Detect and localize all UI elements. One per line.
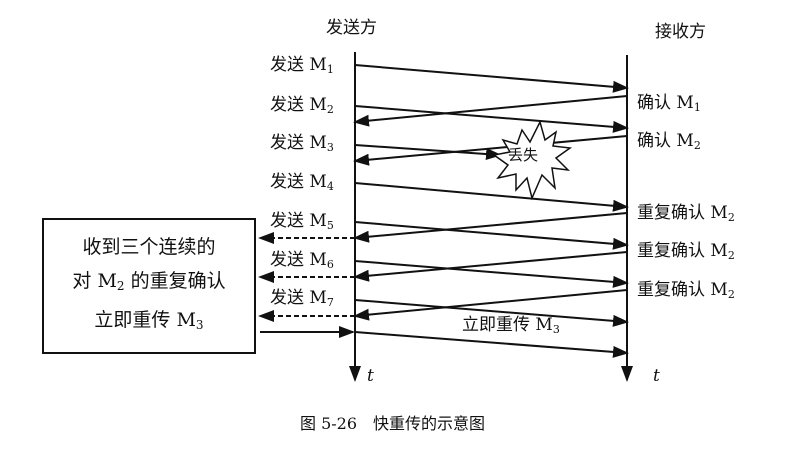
fast-retransmit-note-box: 收到三个连续的 对 M2 的重复确认 立即重传 M3 — [42, 218, 256, 354]
retransmit-label: 立即重传 M3 — [462, 315, 560, 336]
sender-title: 发送方 — [326, 18, 377, 38]
dup-ack-3-arrow — [353, 289, 628, 321]
lost-burst-icon — [492, 119, 573, 201]
send-label-m1: 发送 M1 — [270, 55, 334, 76]
figure-caption: 图 5-26 快重传的示意图 — [300, 414, 486, 433]
send-m2-arrow — [354, 105, 629, 133]
dup-ack-1-arrow — [353, 212, 628, 243]
receiver-time-label: t — [653, 366, 660, 386]
send-m6-arrow — [354, 260, 629, 288]
ack-m1-arrow — [353, 95, 628, 127]
dup-ack-2-arrow — [353, 251, 628, 282]
sender-time-label: t — [367, 366, 374, 386]
receiver-title: 接收方 — [655, 22, 706, 42]
retransmit-m3-arrow — [354, 331, 629, 358]
send-m5-arrow — [354, 221, 629, 250]
lost-label: 丢失 — [508, 146, 539, 164]
note-line-1: 收到三个连续的 — [82, 236, 216, 258]
send-label-m2: 发送 M2 — [270, 95, 334, 116]
note-line-3: 立即重传 M3 — [94, 309, 204, 332]
send-m7-arrow — [354, 299, 629, 327]
send-label-m7: 发送 M7 — [270, 288, 334, 309]
send-label-m3: 发送 M3 — [270, 133, 334, 154]
ack-label-m1: 确认 M1 — [637, 93, 701, 114]
ack-label-m2: 确认 M2 — [637, 131, 701, 152]
dup-ack-label-2: 重复确认 M2 — [637, 241, 735, 262]
send-label-m6: 发送 M6 — [270, 250, 334, 271]
send-label-m4: 发送 M4 — [270, 172, 334, 193]
send-m1-arrow — [354, 64, 629, 93]
send-label-m5: 发送 M5 — [270, 211, 334, 232]
send-m3-arrow — [354, 144, 502, 161]
dup-ack-label-1: 重复确认 M2 — [637, 203, 735, 224]
send-m4-arrow — [354, 182, 629, 212]
note-line-2: 对 M2 的重复确认 — [72, 270, 226, 293]
dup-ack-label-3: 重复确认 M2 — [637, 280, 735, 301]
